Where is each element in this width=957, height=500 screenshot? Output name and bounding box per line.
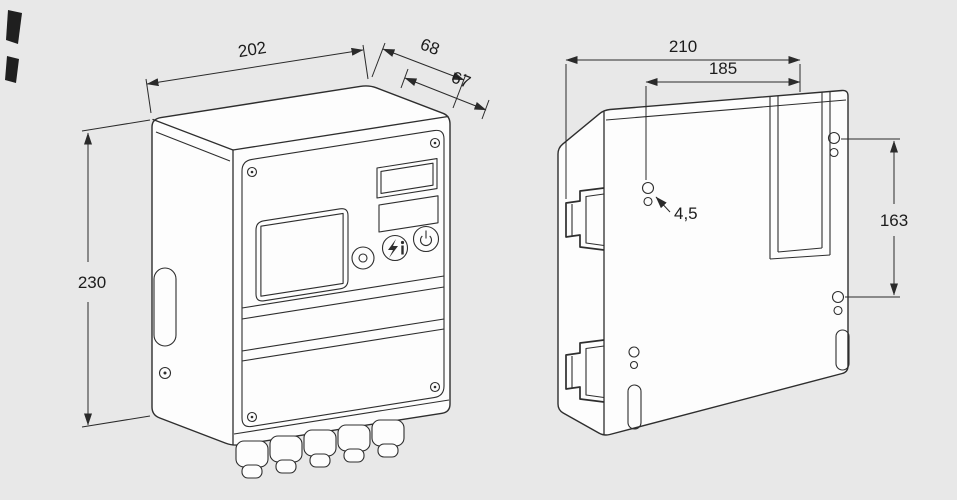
dimension-mounting-width-185: 185 xyxy=(645,59,801,180)
cable-gland xyxy=(337,424,371,463)
corner-mark xyxy=(6,10,22,44)
reset-info-button xyxy=(381,234,409,262)
bottom-slot-left xyxy=(627,384,642,430)
corner-mark xyxy=(5,56,19,83)
dim-label-4-5: 4,5 xyxy=(674,204,698,223)
housing-silhouette xyxy=(151,85,451,446)
door-seam-lines xyxy=(233,275,450,435)
mounting-hole-bottom-right xyxy=(831,290,845,316)
rear-view: 210 185 4,5 163 xyxy=(557,37,908,436)
screw-icon xyxy=(429,381,441,393)
dimension-hole-diameter-4-5: 4,5 xyxy=(655,196,698,223)
mounting-hole-top-right xyxy=(827,131,841,158)
dimension-overall-width-210: 210 xyxy=(565,37,801,199)
dim-label-202: 202 xyxy=(237,38,268,61)
cable-gland xyxy=(303,429,337,468)
cable-channel xyxy=(769,92,831,260)
mounting-hook-upper xyxy=(565,187,605,251)
screw-icon xyxy=(246,166,258,178)
screw-icon xyxy=(246,411,258,423)
info-icon xyxy=(400,240,405,245)
dimension-width-202: 202 xyxy=(145,38,369,114)
side-inner-line xyxy=(155,131,231,162)
dim-label-230: 230 xyxy=(78,273,106,292)
mounting-hook-lower xyxy=(565,339,605,403)
dim-label-68: 68 xyxy=(418,35,442,60)
front-perspective-view: 202 68 67 230 xyxy=(78,35,490,479)
cable-gland xyxy=(269,435,303,474)
front-door xyxy=(241,129,445,428)
screen-window xyxy=(255,208,349,302)
dim-label-67: 67 xyxy=(449,68,473,93)
label-window xyxy=(378,195,439,233)
rear-silhouette xyxy=(557,89,849,436)
cable-gland xyxy=(235,440,269,479)
lightning-icon xyxy=(388,239,398,258)
bottom-slot-right xyxy=(835,329,850,371)
cable-gland xyxy=(371,419,405,458)
front-top-edge xyxy=(232,115,449,151)
dim-label-185: 185 xyxy=(709,59,737,78)
dim-label-163: 163 xyxy=(880,211,908,230)
seven-segment-display xyxy=(376,158,438,199)
dim-label-210: 210 xyxy=(669,37,697,56)
side-vent-slot xyxy=(153,267,177,347)
dimension-hole-spacing-163: 163 xyxy=(841,138,908,298)
mounting-hole-bottom-left xyxy=(628,346,640,370)
side-screw-icon xyxy=(158,366,172,380)
cable-glands xyxy=(235,419,405,479)
mounting-hole-left xyxy=(641,181,655,207)
power-icon xyxy=(420,230,432,247)
power-button xyxy=(412,225,440,253)
selector-button xyxy=(351,246,375,270)
top-depth-edge xyxy=(152,118,234,151)
door-corner-screws xyxy=(246,137,441,423)
page-corner-marks xyxy=(5,10,22,83)
dimension-height-230: 230 xyxy=(78,119,151,428)
screw-icon xyxy=(429,137,441,149)
